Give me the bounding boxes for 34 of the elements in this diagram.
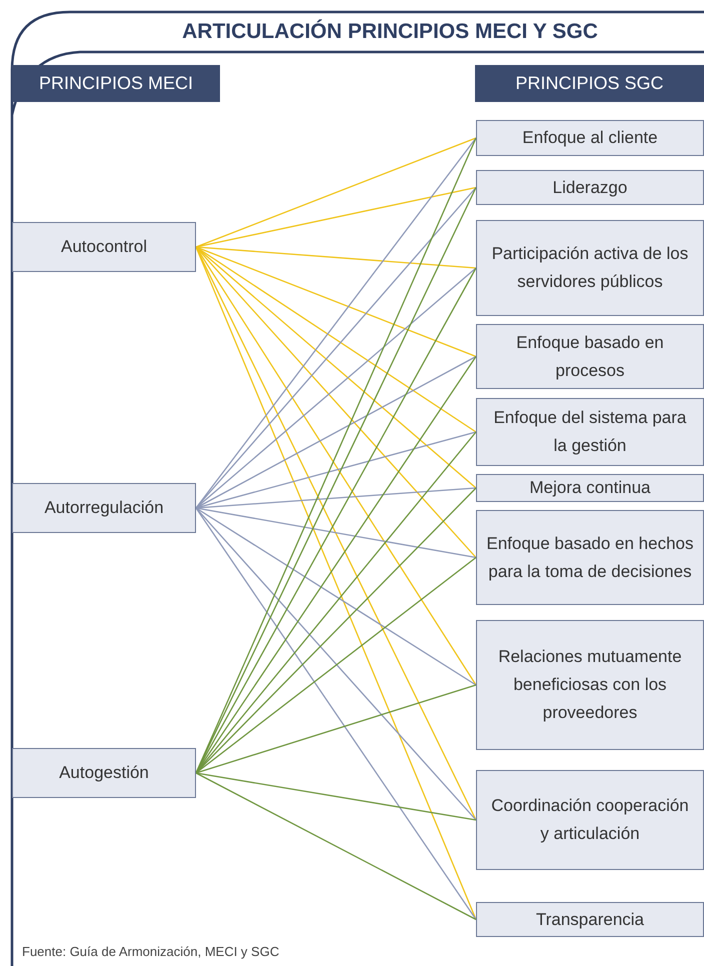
connector-line [196, 356, 476, 509]
principle-box: Mejora continua [476, 474, 704, 502]
connector-line [195, 508, 477, 920]
principle-box: Liderazgo [476, 170, 704, 205]
connector-line [196, 772, 476, 821]
connector-line [196, 186, 476, 248]
connector-line [196, 684, 476, 774]
principle-box: Enfoque basado en hechos para la toma de decisiones [476, 510, 704, 605]
connector-line [196, 772, 476, 920]
principle-box: Autocontrol [12, 222, 196, 272]
source-caption: Fuente: Guía de Armonización, MECI y SGC [22, 943, 280, 961]
connector-line [196, 507, 476, 686]
connector-line [196, 246, 476, 269]
connector-line [196, 246, 476, 433]
connector-line [196, 268, 476, 508]
principle-box: Relaciones mutuamente beneficiosas con los proveedores [476, 620, 704, 750]
principle-box: Autorregulación [12, 483, 196, 533]
diagram-title: ARTICULACIÓN PRINCIPIOS MECI Y SGC [181, 18, 599, 45]
connector-line [196, 431, 476, 509]
connector-line [196, 246, 476, 358]
connector-line [196, 487, 476, 509]
connector-line [196, 508, 476, 820]
principle-box: Participación activa de los servidores públicos [476, 220, 704, 316]
column-header: PRINCIPIOS SGC [475, 65, 704, 102]
connector-line [196, 507, 476, 558]
principle-box: Transparencia [476, 902, 704, 937]
connector-line [196, 137, 476, 248]
principle-box: Enfoque basado en procesos [476, 324, 704, 389]
principle-box: Coordinación cooperación y articulación [476, 770, 704, 870]
column-header: PRINCIPIOS MECI [12, 65, 220, 102]
principle-box: Enfoque del sistema para la gestión [476, 398, 704, 466]
principle-box: Autogestión [12, 748, 196, 798]
connector-line [196, 556, 476, 774]
principle-box: Enfoque al cliente [476, 120, 704, 156]
